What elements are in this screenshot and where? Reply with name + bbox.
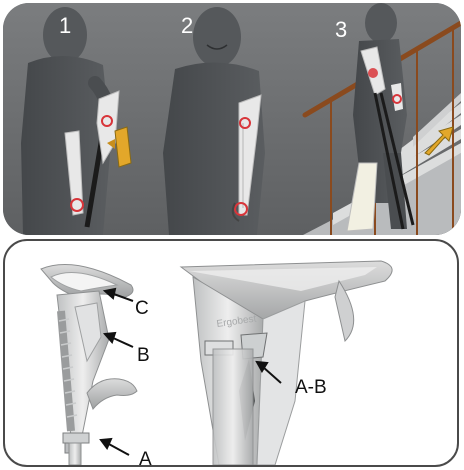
crutch-closeup-view	[181, 261, 392, 465]
step-number-3: 3	[335, 17, 347, 42]
part-label-a-b: A-B	[295, 377, 327, 398]
part-label-a: A	[139, 449, 152, 465]
usage-illustration: 1 2 3	[3, 3, 461, 235]
usage-illustration-panel: 1 2 3	[3, 3, 461, 235]
crutch-detail-diagram: Ergobest C B A A-B	[5, 241, 457, 465]
part-label-b: B	[137, 345, 150, 366]
part-label-c: C	[135, 298, 149, 319]
crutch-full-view	[41, 265, 137, 465]
step-number-2: 2	[181, 13, 193, 38]
crutch-detail-panel: Ergobest C B A A-B	[3, 239, 459, 467]
step-number-1: 1	[59, 13, 71, 38]
